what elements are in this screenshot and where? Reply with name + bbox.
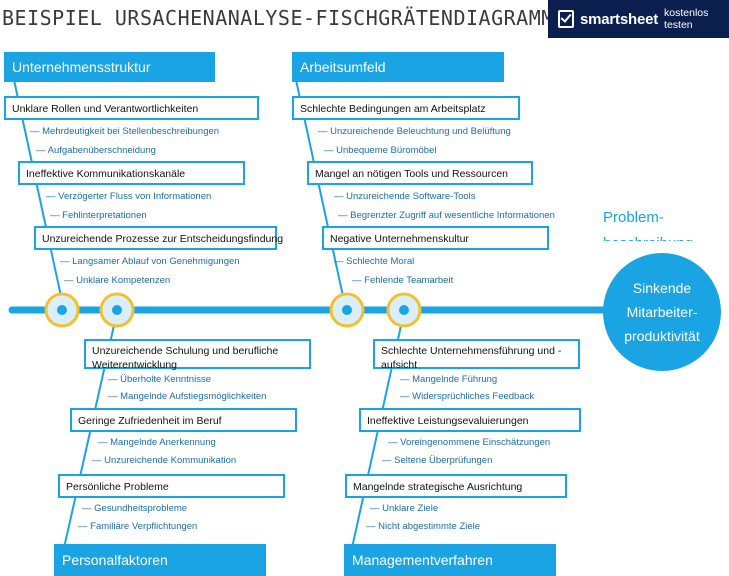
sub-cause: Mehrdeutigkeit bei Stellenbeschreibungen xyxy=(30,126,219,137)
sub-cause: Seltene Überprüfungen xyxy=(382,455,492,466)
cause-box: Unzureichende Prozesse zur Entscheidungs… xyxy=(34,226,283,250)
sub-cause: Familiäre Verpflichtungen xyxy=(78,521,197,532)
sub-cause: Unklare Ziele xyxy=(370,503,438,514)
sub-cause: Fehlinterpretationen xyxy=(50,210,147,221)
category-unternehmensstruktur: Unternehmensstruktur xyxy=(4,52,215,82)
smartsheet-banner[interactable]: smartsheet kostenlos testen xyxy=(548,0,729,38)
sub-cause: Unzureichende Beleuchtung und Belüftung xyxy=(318,126,511,137)
cause-box: Unzureichende Schulung und berufliche We… xyxy=(84,339,311,371)
sub-cause: Verzögerter Fluss von Informationen xyxy=(46,191,211,202)
joint-top-right xyxy=(329,292,365,328)
banner-brand: smartsheet xyxy=(579,10,659,28)
cause-box: Negative Unternehmenskultur xyxy=(322,226,549,250)
problem-head: Sinkende Mitarbeiter-produktivität xyxy=(603,253,721,371)
sub-cause: Schlechte Moral xyxy=(334,256,414,267)
cause-box: Ineffektive Kommunikationskanäle xyxy=(18,161,245,185)
sub-cause: Unzureichende Software-Tools xyxy=(334,191,475,202)
sub-cause: Aufgabenüberschneidung xyxy=(36,145,156,156)
sub-cause: Unbequeme Büromöbel xyxy=(324,145,436,156)
banner-cta[interactable]: kostenlos testen xyxy=(664,7,709,31)
joint-bottom-left xyxy=(99,292,135,328)
checkmark-icon xyxy=(558,10,574,28)
sub-cause: Widersprüchliches Feedback xyxy=(400,391,534,402)
sub-cause: Gesundheitsprobleme xyxy=(82,503,187,514)
cause-box: Ineffektive Leistungsevaluierungen xyxy=(359,408,581,432)
cause-box: Mangel an nötigen Tools und Ressourcen xyxy=(307,161,533,185)
cause-box: Schlechte Bedingungen am Arbeitsplatz xyxy=(292,96,520,120)
problem-text: Sinkende Mitarbeiter-produktivität xyxy=(624,280,700,344)
sub-cause: Fehlende Teamarbeit xyxy=(352,275,453,286)
cause-box: Unklare Rollen und Verantwortlichkeiten xyxy=(4,96,259,120)
cause-box: Persönliche Probleme xyxy=(58,474,285,498)
sub-cause: Mangelnde Anerkennung xyxy=(98,437,216,448)
sub-cause: Langsamer Ablauf von Genehmigungen xyxy=(60,256,239,267)
sub-cause: Mangelnde Führung xyxy=(400,374,497,385)
sub-cause: Voreingenommene Einschätzungen xyxy=(388,437,550,448)
cause-box: Geringe Zufriedenheit im Beruf xyxy=(70,408,297,432)
category-arbeitsumfeld: Arbeitsumfeld xyxy=(292,52,504,82)
joint-top-left xyxy=(44,292,80,328)
sub-cause: Unklare Kompetenzen xyxy=(64,275,170,286)
category-personalfaktoren: Personalfaktoren xyxy=(54,544,266,576)
sub-cause: Begrenzter Zugriff auf wesentliche Infor… xyxy=(338,210,555,221)
sub-cause: Mangelnde Aufstiegsmöglichkeiten xyxy=(108,391,266,402)
page-title: BEISPIEL URSACHENANALYSE-FISCHGRÄTENDIAG… xyxy=(2,6,554,30)
joint-bottom-right xyxy=(386,292,422,328)
problem-label: Problem- beschreibung xyxy=(603,209,693,241)
cause-box: Schlechte Unternehmensführung und -aufsi… xyxy=(373,339,580,371)
sub-cause: Überholte Kenntnisse xyxy=(108,374,211,385)
sub-cause: Nicht abgestimmte Ziele xyxy=(366,521,480,532)
sub-cause: Unzureichende Kommunikation xyxy=(92,455,236,466)
category-managementverfahren: Managementverfahren xyxy=(344,544,556,576)
cause-box: Mangelnde strategische Ausrichtung xyxy=(345,474,567,498)
